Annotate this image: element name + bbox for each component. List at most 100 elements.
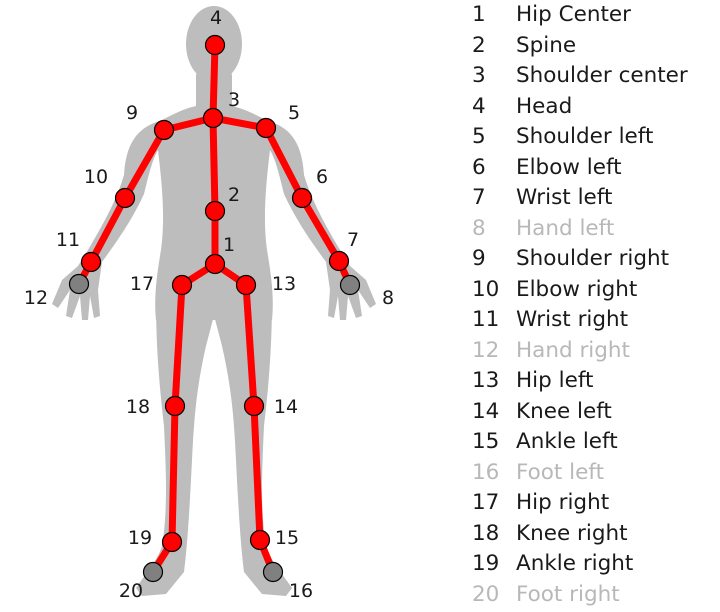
- joint-3: [204, 109, 223, 128]
- legend-label: Hand left: [516, 216, 614, 241]
- legend-number: 20: [472, 580, 516, 611]
- legend-label: Elbow left: [516, 155, 622, 180]
- legend-number: 17: [472, 488, 516, 519]
- joint-number-label: 14: [274, 396, 298, 418]
- joint-number-label: 5: [288, 102, 300, 124]
- joint-number-label: 17: [130, 273, 154, 295]
- legend-label: Hip left: [516, 368, 593, 393]
- legend-number: 15: [472, 427, 516, 458]
- joint-11: [82, 253, 101, 272]
- joint-12: [70, 275, 89, 294]
- joint-number-label: 4: [210, 7, 222, 29]
- joint-number-label: 18: [126, 396, 150, 418]
- joint-number-label: 3: [228, 89, 240, 111]
- joint-15: [251, 531, 270, 550]
- joint-6: [293, 189, 312, 208]
- legend-number: 11: [472, 305, 516, 336]
- joint-number-label: 19: [128, 527, 152, 549]
- legend-label: Foot left: [516, 460, 604, 485]
- joint-number-label: 7: [347, 229, 359, 251]
- joint-number-label: 6: [316, 166, 328, 188]
- legend-number: 10: [472, 275, 516, 306]
- legend-number: 1: [472, 0, 516, 31]
- legend-number: 6: [472, 153, 516, 184]
- legend-number: 5: [472, 122, 516, 153]
- legend-label: Ankle right: [516, 551, 633, 576]
- legend-label: Knee left: [516, 399, 612, 424]
- legend-label: Elbow right: [516, 277, 637, 302]
- skeleton-diagram: 1234567891011121314151617181920: [0, 0, 460, 612]
- joint-number-label: 9: [126, 102, 138, 124]
- joint-14: [245, 397, 264, 416]
- joint-number-label: 2: [228, 184, 240, 206]
- legend-label: Wrist left: [516, 185, 612, 210]
- legend-label: Knee right: [516, 521, 628, 546]
- joint-4: [206, 36, 225, 55]
- legend-number: 3: [472, 61, 516, 92]
- legend-number: 18: [472, 519, 516, 550]
- bone-3-2: [213, 118, 215, 211]
- joint-number-label: 11: [56, 229, 80, 251]
- joint-5: [257, 119, 276, 138]
- joint-7: [330, 252, 349, 271]
- legend-label: Shoulder center: [516, 63, 688, 88]
- legend-label: Hip right: [516, 490, 609, 515]
- joint-number-label: 8: [382, 287, 394, 309]
- joint-13: [237, 276, 256, 295]
- legend-number: 7: [472, 183, 516, 214]
- legend-label: Shoulder left: [516, 124, 653, 149]
- legend-number: 13: [472, 366, 516, 397]
- legend-label: Shoulder right: [516, 246, 669, 271]
- joint-number-label: 13: [272, 273, 296, 295]
- joint-number-label: 10: [84, 166, 108, 188]
- joint-9: [155, 121, 174, 140]
- joint-number-label: 16: [289, 580, 313, 602]
- legend-label: Foot right: [516, 582, 620, 607]
- joint-19: [163, 533, 182, 552]
- legend-number: 16: [472, 458, 516, 489]
- joint-17: [173, 276, 192, 295]
- joint-number-label: 20: [119, 580, 143, 602]
- joint-number-label: 1: [223, 234, 235, 256]
- legend-label: Hip Center: [516, 2, 631, 27]
- joint-20: [144, 563, 163, 582]
- joint-2: [206, 202, 225, 221]
- legend-number: 2: [472, 31, 516, 62]
- legend-label: Wrist right: [516, 307, 628, 332]
- legend-label: Spine: [516, 33, 576, 58]
- legend-number: 19: [472, 549, 516, 580]
- bone-4-3: [213, 45, 215, 118]
- legend-number: 9: [472, 244, 516, 275]
- joint-16: [264, 563, 283, 582]
- legend-label: Ankle left: [516, 429, 618, 454]
- legend-item: 15Ankle left: [472, 427, 720, 458]
- legend-number: 12: [472, 336, 516, 367]
- legend-number: 8: [472, 214, 516, 245]
- legend-number: 14: [472, 397, 516, 428]
- legend-number: 4: [472, 92, 516, 123]
- legend-label: Head: [516, 94, 572, 119]
- joint-8: [341, 276, 360, 295]
- joint-1: [206, 255, 225, 274]
- joint-10: [116, 189, 135, 208]
- legend-label: Hand right: [516, 338, 630, 363]
- joint-18: [166, 397, 185, 416]
